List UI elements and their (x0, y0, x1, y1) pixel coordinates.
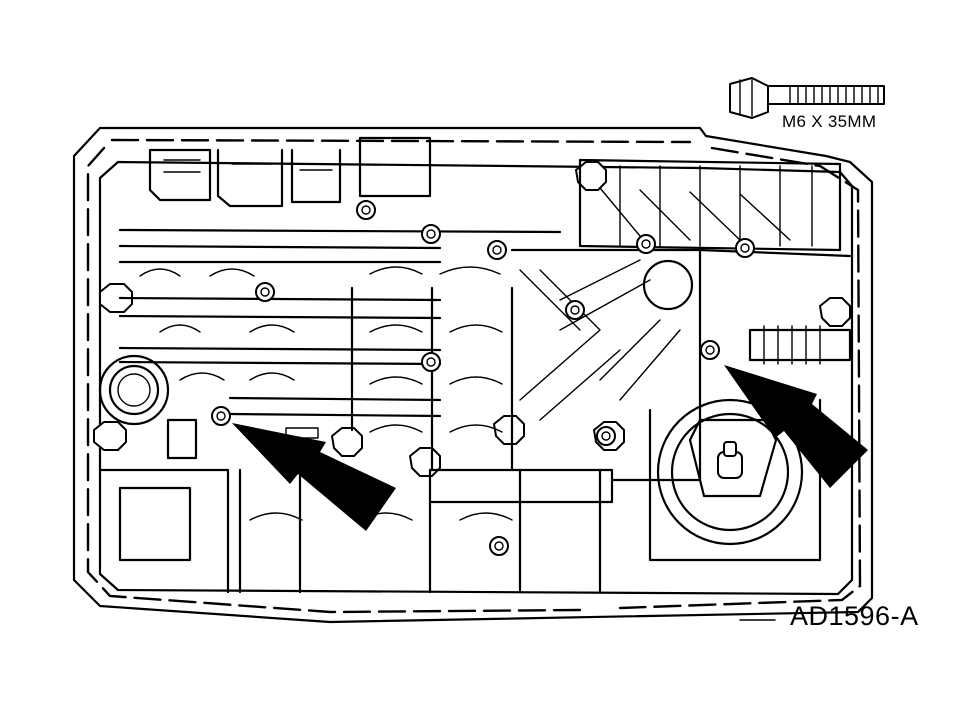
accumulator-bore (98, 354, 170, 426)
right-ribbed-section (510, 158, 852, 482)
left-arrow (232, 423, 396, 531)
circular-cover (648, 398, 822, 562)
bolt-size-label: M6 X 35MM (782, 112, 877, 131)
upper-valve-bores (118, 136, 562, 472)
figure-id-label: AD1596-A (790, 601, 919, 631)
pointer-arrows (232, 365, 868, 531)
bolt-illustration (729, 77, 885, 119)
valve-body-bolts (211, 200, 755, 556)
lower-valve-region (98, 418, 614, 594)
case-bolt-heads (93, 161, 851, 477)
right-arrow (724, 365, 868, 488)
servo-spring (748, 325, 852, 365)
